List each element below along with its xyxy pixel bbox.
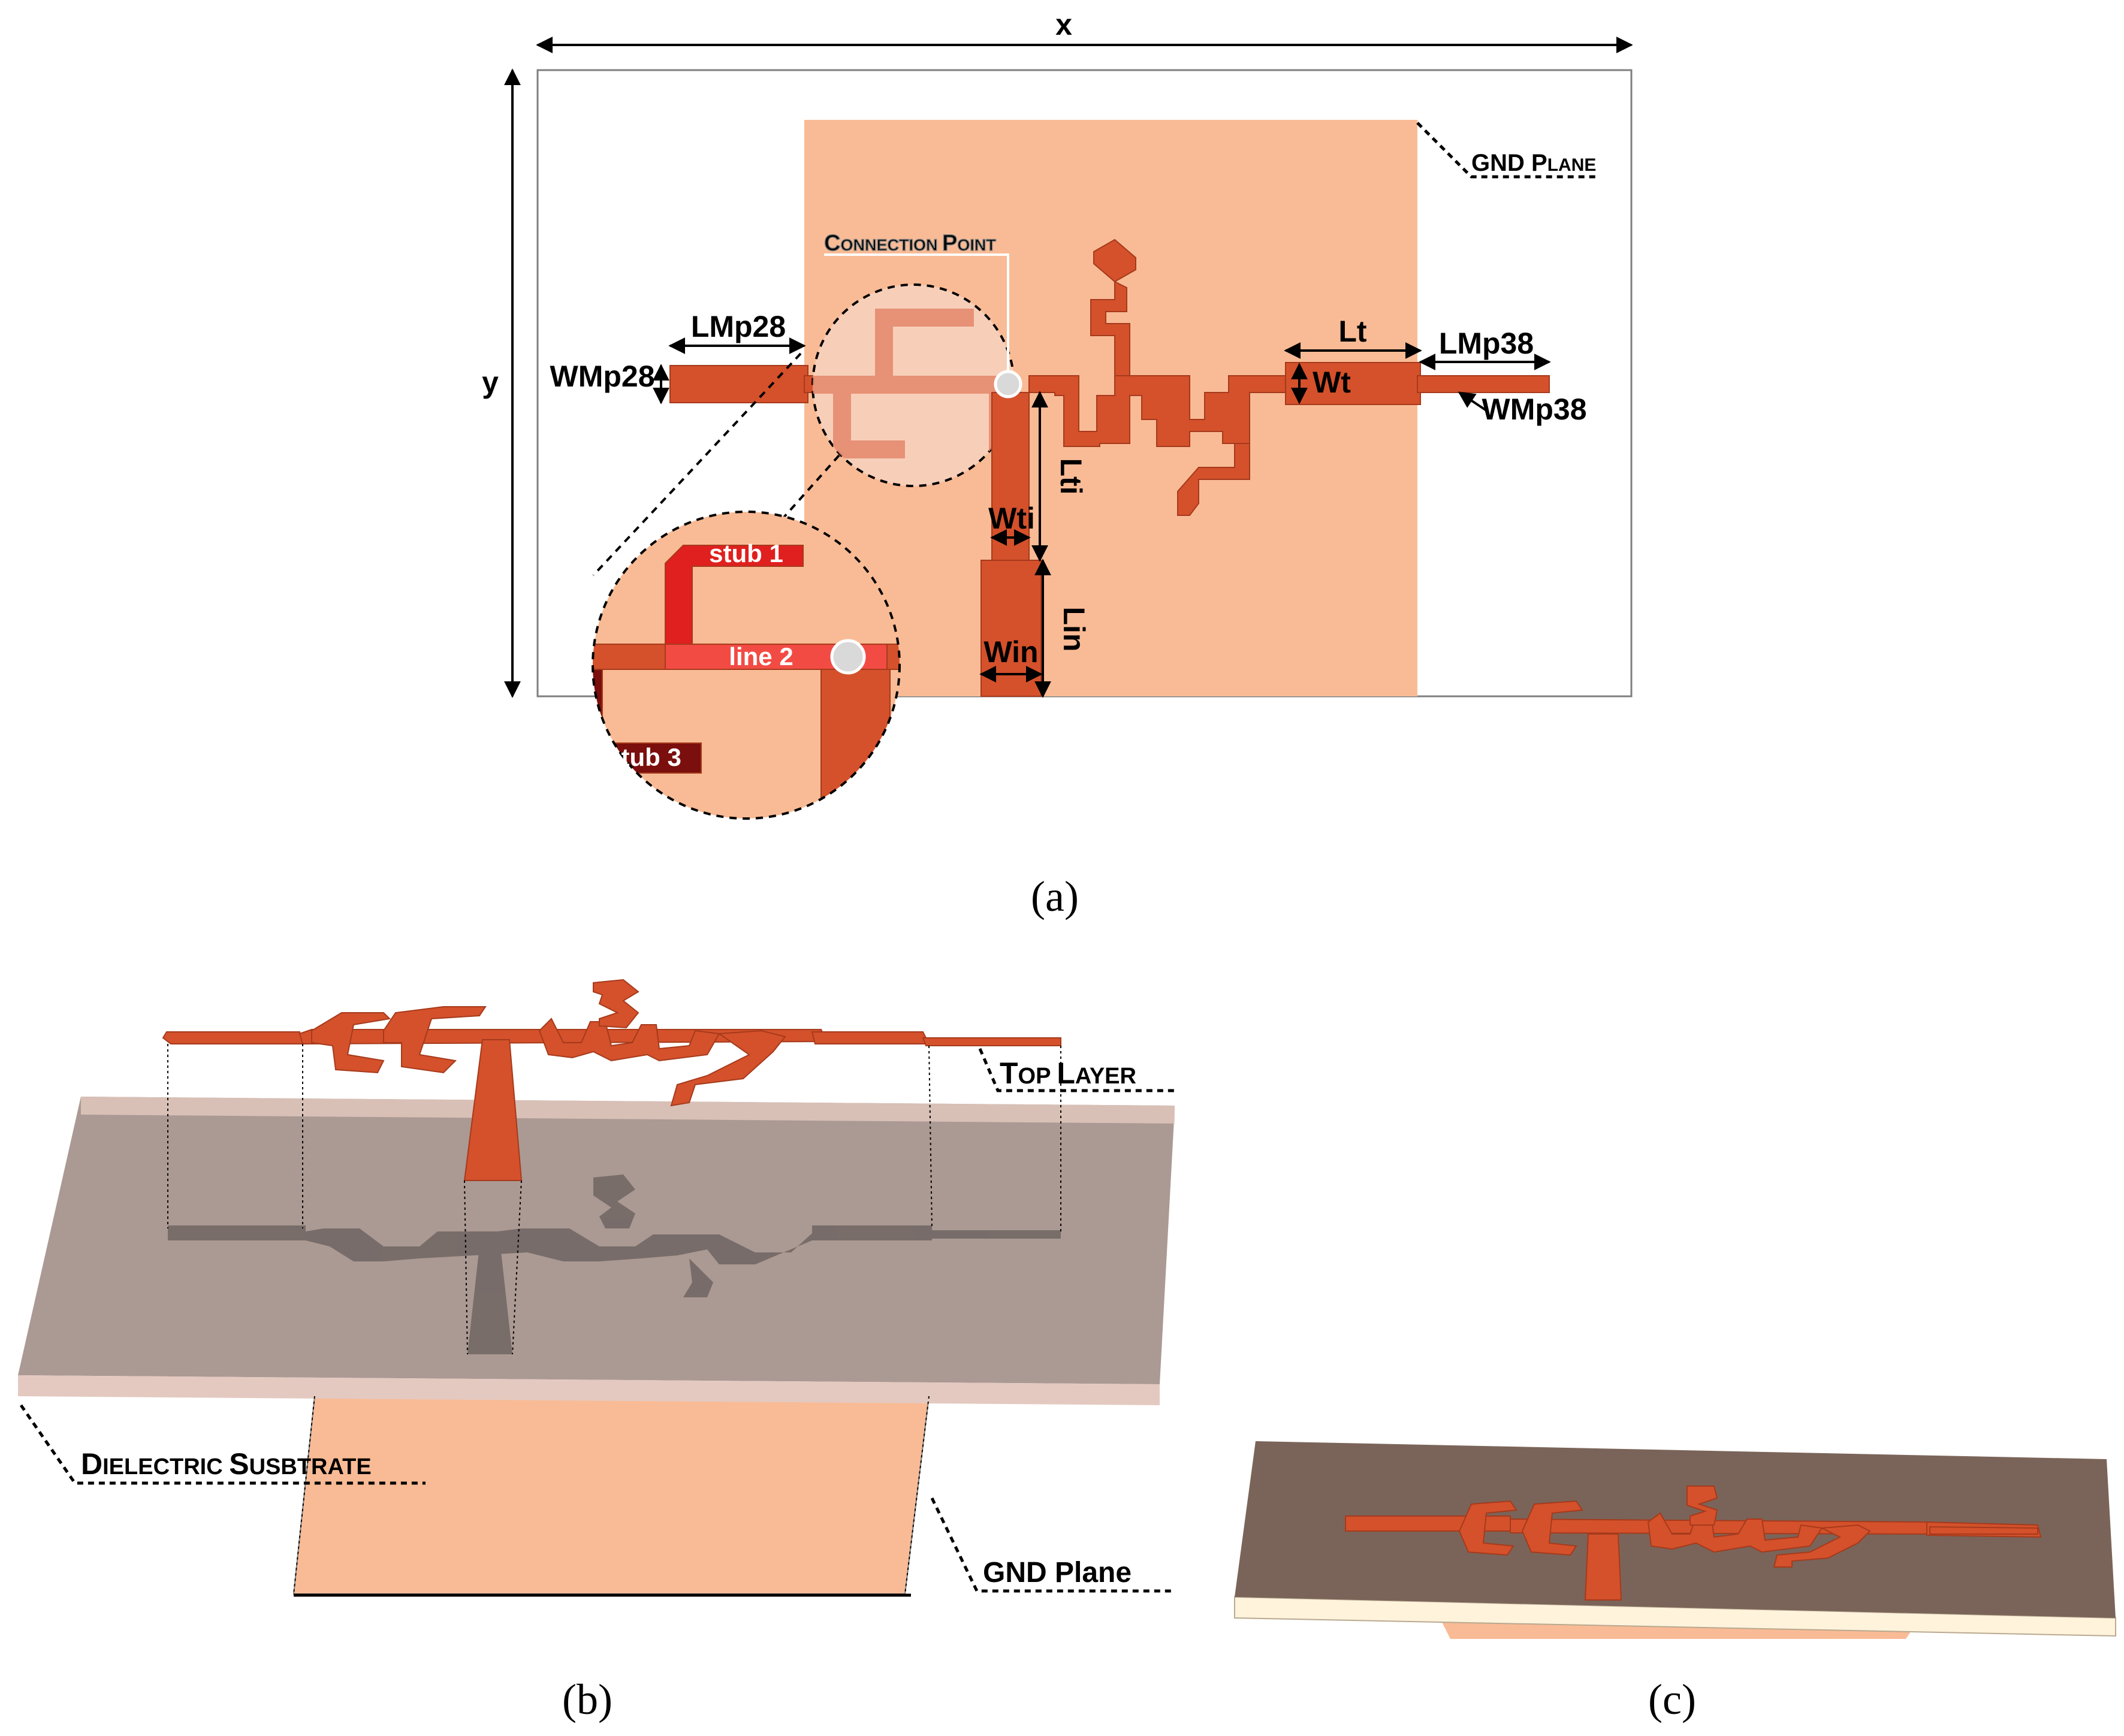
wmp38-leader — [1458, 391, 1488, 412]
wt-label: Wt — [1313, 366, 1351, 399]
substrate-top — [18, 1097, 1175, 1384]
wti-label: Wti — [988, 502, 1035, 535]
projection-lines — [167, 1044, 1061, 1595]
zoom-line-bottom — [778, 454, 840, 524]
transformer-section — [1285, 362, 1421, 405]
substrate-back-edge — [81, 1097, 1175, 1124]
x-label: x — [1055, 8, 1072, 41]
port-28-line — [669, 365, 808, 403]
lin-label: Lin — [1057, 607, 1091, 652]
inset-line2-label: line 2 — [729, 642, 793, 671]
top-layer-traces — [162, 979, 1061, 1181]
panel-b: TOP LAYER DIELECTRIC SUSBTRATE GND Plane… — [18, 979, 1175, 1723]
lmp28-label: LMp28 — [691, 310, 786, 343]
panel-a: x y CO — [482, 8, 1633, 920]
inset-connection-point — [830, 639, 866, 675]
connection-point-label: CONNECTION POINT — [824, 231, 996, 256]
port-38-line — [1417, 375, 1550, 393]
top-layer-leader — [978, 1048, 1175, 1092]
inset-stub1 — [665, 545, 804, 645]
feed-line-thin — [991, 392, 1030, 561]
inset-stub3-label: stub 3 — [607, 743, 681, 771]
wmp38-label: WMp38 — [1482, 393, 1587, 426]
gnd-b-leader — [930, 1497, 1175, 1593]
gnd-plane-b — [292, 1396, 930, 1595]
connection-point — [994, 370, 1022, 398]
lt-label: Lt — [1338, 315, 1367, 348]
lti-label: Lti — [1054, 458, 1088, 494]
feed-line-input — [980, 560, 1042, 697]
dielectric-label: DIELECTRIC SUSBTRATE — [81, 1447, 372, 1481]
top-layer-label: TOP LAYER — [1000, 1056, 1136, 1090]
caption-a: (a) — [1031, 872, 1079, 920]
gnd-plane-label-a: GND PLANE — [1471, 150, 1596, 176]
shadow-traces — [168, 1175, 1061, 1354]
win-label: Win — [983, 635, 1038, 669]
y-label: y — [482, 366, 499, 399]
gnd-plane-label-b: GND Plane — [983, 1557, 1132, 1589]
top-layer-traces-c — [1345, 1486, 2042, 1601]
inset-stub1-label: stub 1 — [709, 539, 783, 567]
wmp28-label: WMp28 — [550, 360, 655, 393]
caption-c: (c) — [1648, 1675, 1696, 1723]
gnd-label-leader — [1416, 122, 1597, 179]
dielectric-leader — [19, 1404, 426, 1485]
substrate-front-edge — [18, 1375, 1160, 1405]
zoom-line-top — [592, 352, 802, 576]
lmp38-label: LMp38 — [1439, 327, 1534, 360]
meander-trace — [1028, 238, 1286, 516]
caption-b: (b) — [562, 1675, 613, 1723]
panel-c: (c) — [1234, 1441, 2116, 1723]
connection-leader — [824, 253, 1009, 372]
